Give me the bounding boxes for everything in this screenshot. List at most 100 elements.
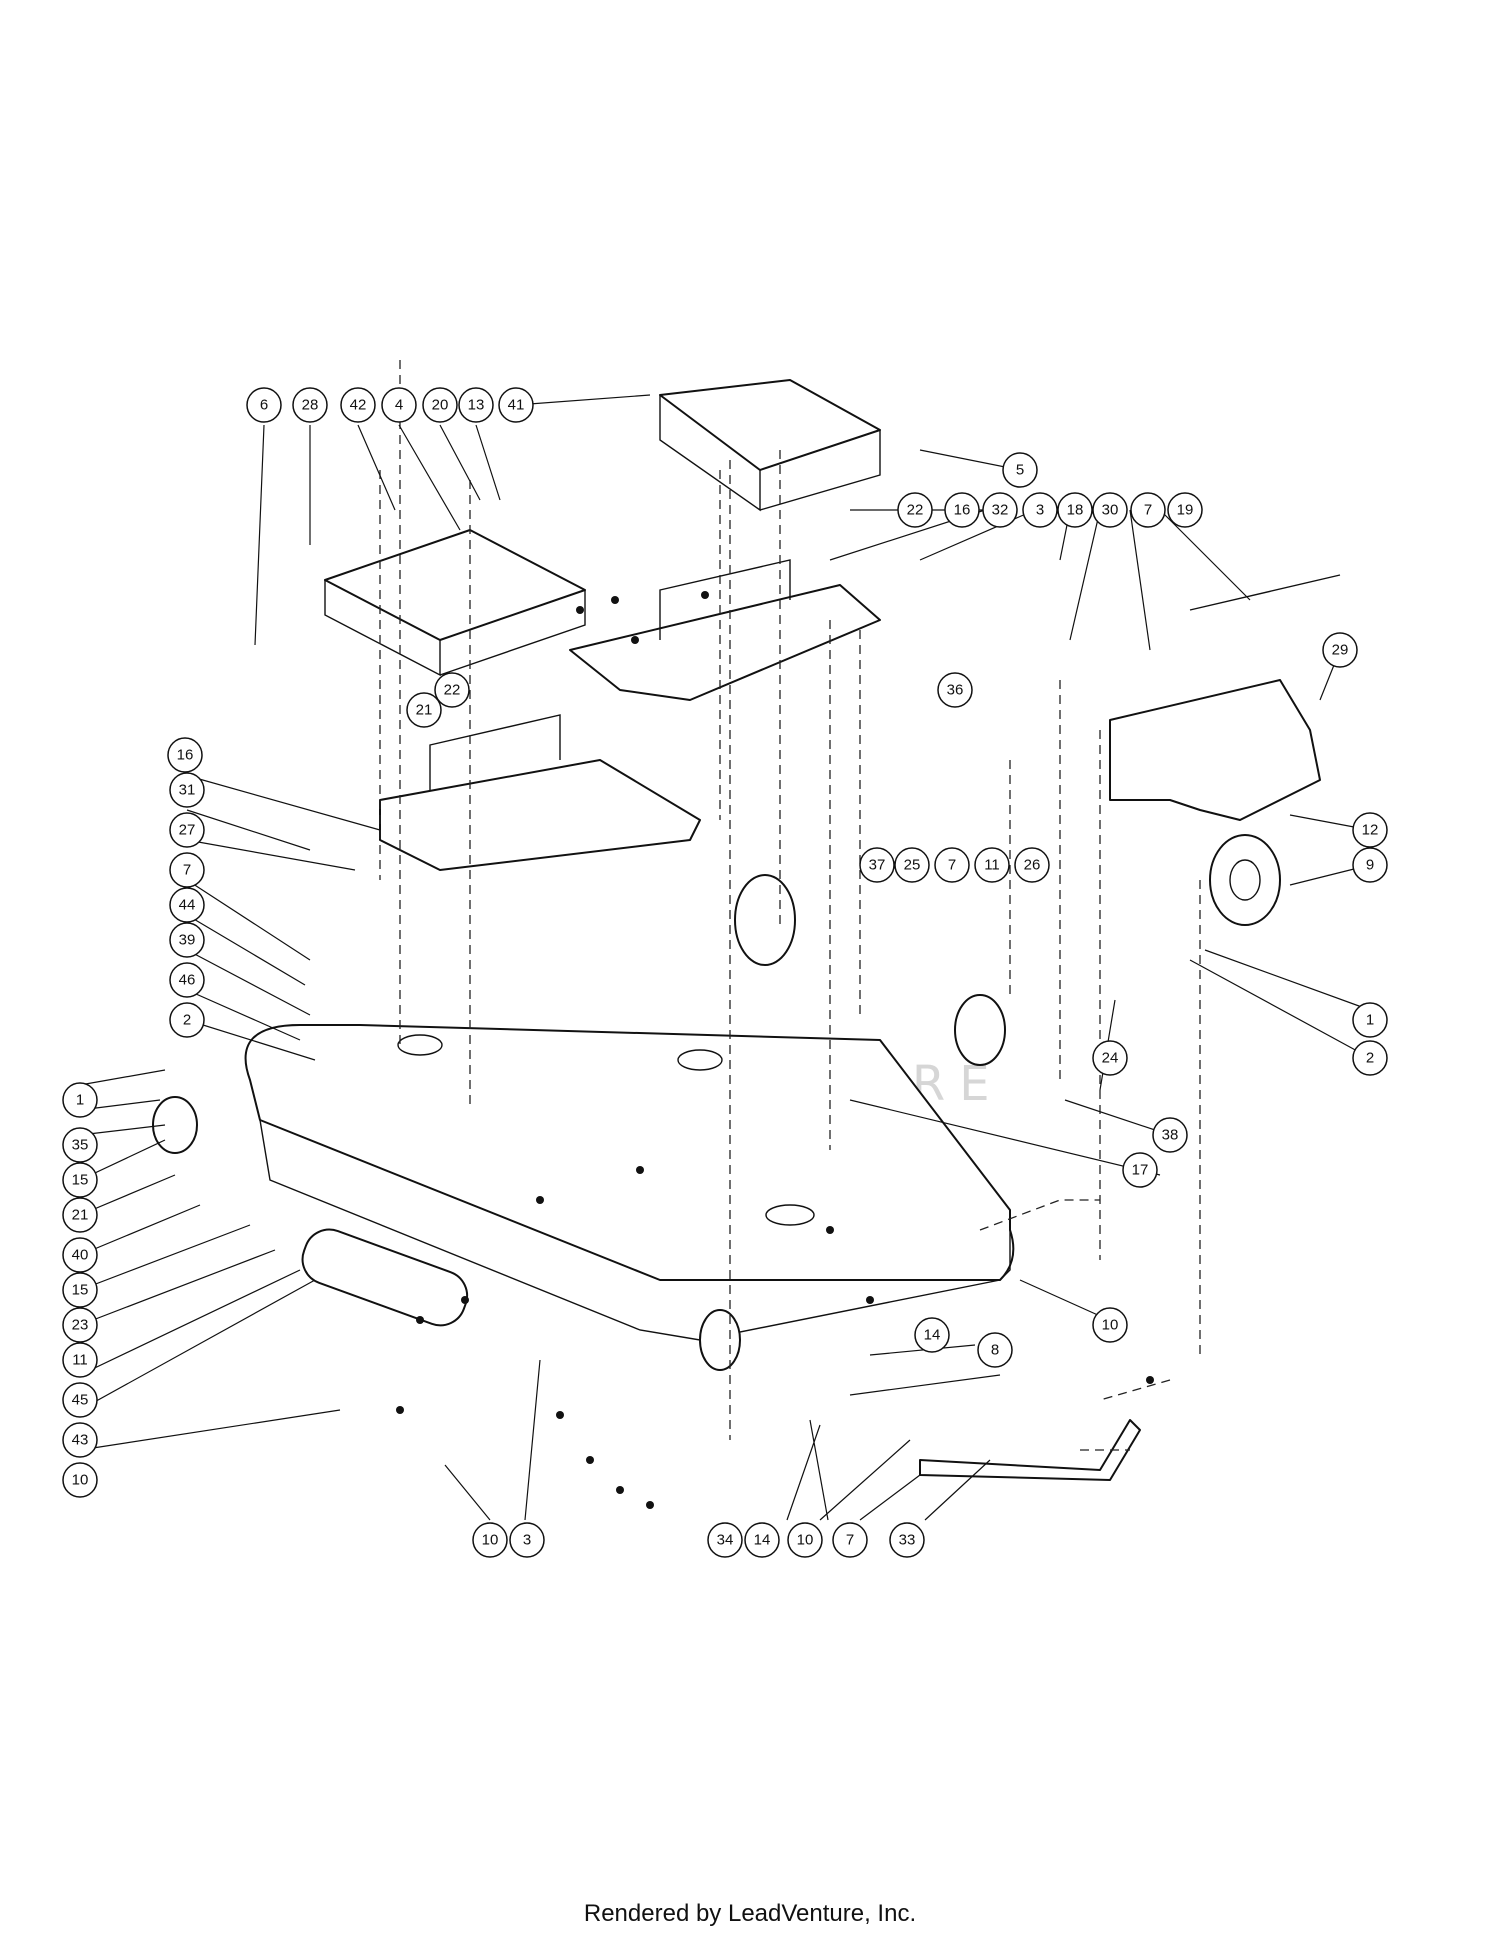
caster-wheel: [699, 834, 1281, 1371]
linkage-rod: [919, 1419, 1141, 1481]
svg-text:36: 36: [947, 682, 964, 699]
svg-text:14: 14: [924, 1327, 941, 1344]
callout-bubble: 1: [62, 1082, 98, 1118]
callout-bubble: 11: [62, 1342, 98, 1378]
callout-bubble: 3: [1022, 492, 1058, 528]
callout-bubble: 18: [1057, 492, 1093, 528]
svg-text:5: 5: [1016, 462, 1024, 479]
callout-bubble: 7: [1130, 492, 1166, 528]
callout-bubble: 39: [169, 922, 205, 958]
callout-bubble: 15: [62, 1162, 98, 1198]
svg-text:37: 37: [869, 857, 886, 874]
svg-text:15: 15: [72, 1172, 89, 1189]
callout-bubble: 22: [434, 672, 470, 708]
callout-bubble: 11: [974, 847, 1010, 883]
top-plate: [379, 559, 881, 871]
front-roller: [152, 1096, 469, 1327]
svg-text:3: 3: [523, 1532, 531, 1549]
svg-text:34: 34: [717, 1532, 734, 1549]
callout-bubble: 24: [1092, 1040, 1128, 1076]
svg-text:29: 29: [1332, 642, 1349, 659]
callout-bubble: 37: [859, 847, 895, 883]
svg-text:27: 27: [179, 822, 196, 839]
svg-text:2: 2: [1366, 1050, 1374, 1067]
svg-text:7: 7: [1144, 502, 1152, 519]
leader-lines: [79, 394, 1371, 1521]
callout-bubble: 7: [169, 852, 205, 888]
svg-text:3: 3: [1036, 502, 1044, 519]
svg-text:12: 12: [1362, 822, 1379, 839]
svg-text:9: 9: [1366, 857, 1374, 874]
svg-text:16: 16: [954, 502, 971, 519]
callout-bubble: 8: [977, 1332, 1013, 1368]
callout-bubble: 41: [498, 387, 534, 423]
svg-text:19: 19: [1177, 502, 1194, 519]
callout-bubble: 44: [169, 887, 205, 923]
callout-bubble: 35: [62, 1127, 98, 1163]
callout-bubble: 32: [982, 492, 1018, 528]
callout-bubble: 1: [1352, 1002, 1388, 1038]
callout-bubble: 40: [62, 1237, 98, 1273]
svg-text:10: 10: [482, 1532, 499, 1549]
callout-bubble: 26: [1014, 847, 1050, 883]
callout-bubble: 31: [169, 772, 205, 808]
callout-bubble: 14: [744, 1522, 780, 1558]
callout-bubble: 4: [381, 387, 417, 423]
svg-text:32: 32: [992, 502, 1009, 519]
callout-bubble: 34: [707, 1522, 743, 1558]
svg-text:2: 2: [183, 1012, 191, 1029]
callout-bubble: 10: [472, 1522, 508, 1558]
callout-bubble: 7: [832, 1522, 868, 1558]
callout-bubble: 14: [914, 1317, 950, 1353]
callout-bubble: 16: [944, 492, 980, 528]
svg-text:38: 38: [1162, 1127, 1179, 1144]
svg-text:4: 4: [395, 397, 403, 414]
callout-bubble: 21: [62, 1197, 98, 1233]
callout-bubble: 10: [787, 1522, 823, 1558]
svg-text:16: 16: [177, 747, 194, 764]
callout-bubble: 10: [62, 1462, 98, 1498]
svg-text:26: 26: [1024, 857, 1041, 874]
cover-plate-left: [324, 529, 586, 677]
callout-bubble: 5: [1002, 452, 1038, 488]
svg-text:17: 17: [1132, 1162, 1149, 1179]
callout-bubble: 13: [458, 387, 494, 423]
svg-text:46: 46: [179, 972, 196, 989]
svg-text:11: 11: [72, 1352, 88, 1369]
svg-text:1: 1: [76, 1092, 84, 1109]
assembly-lines: [379, 360, 1201, 1451]
svg-text:22: 22: [907, 502, 924, 519]
callout-bubble: 28: [292, 387, 328, 423]
svg-text:21: 21: [416, 702, 433, 719]
svg-text:39: 39: [179, 932, 196, 949]
svg-text:10: 10: [1102, 1317, 1119, 1334]
callout-bubble: 2: [169, 1002, 205, 1038]
callout-bubble: 38: [1152, 1117, 1188, 1153]
svg-text:8: 8: [991, 1342, 999, 1359]
callout-bubble: 10: [1092, 1307, 1128, 1343]
callout-bubble: 45: [62, 1382, 98, 1418]
svg-text:25: 25: [904, 857, 921, 874]
svg-text:45: 45: [72, 1392, 89, 1409]
deck-shell: [244, 1024, 1015, 1341]
callout-bubble: 36: [937, 672, 973, 708]
svg-text:10: 10: [797, 1532, 814, 1549]
callout-bubble: 12: [1352, 812, 1388, 848]
svg-text:6: 6: [260, 397, 268, 414]
svg-text:44: 44: [179, 897, 196, 914]
svg-text:18: 18: [1067, 502, 1084, 519]
callout-bubble: 15: [62, 1272, 98, 1308]
svg-text:42: 42: [350, 397, 367, 414]
svg-text:14: 14: [754, 1532, 771, 1549]
callout-bubble: 46: [169, 962, 205, 998]
callout-bubble: 20: [422, 387, 458, 423]
callouts: 6 28 42 4 20 13 41 5 22 16 32 3 18 30 7 …: [62, 387, 1388, 1558]
belt-cover: [1109, 679, 1321, 821]
svg-text:20: 20: [432, 397, 449, 414]
callout-bubble: 6: [246, 387, 282, 423]
callout-bubble: 17: [1122, 1152, 1158, 1188]
callout-bubble: 7: [934, 847, 970, 883]
svg-text:23: 23: [72, 1317, 89, 1334]
svg-text:40: 40: [72, 1247, 89, 1264]
